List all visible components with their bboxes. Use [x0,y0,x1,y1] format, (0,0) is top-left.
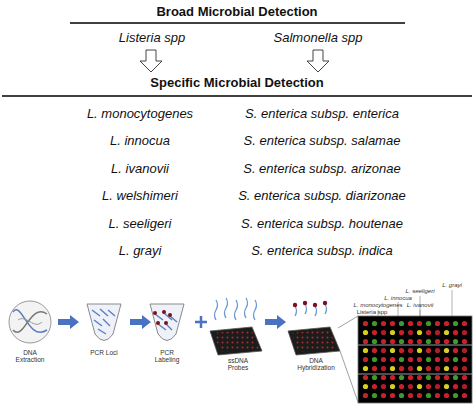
hollow-arrow [307,50,329,72]
pcr-tube [87,304,121,341]
label-dye [153,311,157,315]
step-caption: DNA Hybridization [294,358,339,372]
plus-sign [195,316,207,328]
process-arrow [58,315,79,329]
label-dye [156,321,160,325]
hollow-arrow [140,50,162,72]
subarray-divider [358,344,472,345]
array-label: L. innocua [384,295,412,301]
label-dye [164,321,168,325]
species-label: S. enterica subsp. diarizonae [238,189,406,204]
label-dye [313,303,317,307]
dna-helix [13,312,47,333]
species-label: S. enterica subsp. houtenae [241,217,403,232]
zoom-line [340,351,358,402]
step-caption: DNA Extraction [10,350,50,364]
genus-label: Listeria spp [119,31,185,46]
species-label: L. monocytogenes [87,107,193,122]
array-label: L. monocytogenes [353,302,402,308]
species-label: S. enterica subsp. salamae [244,134,401,149]
pcr-tube [150,304,184,341]
probe-slide [210,327,262,355]
species-label: L. seeligeri [109,217,172,232]
species-label: L. grayi [119,244,162,259]
subarray-divider [358,373,472,374]
extraction-well [9,301,51,343]
array-label: L. grayi [442,282,462,288]
hybrid-slide-spots [292,329,337,352]
label-dye [303,301,307,305]
zoom-line [338,316,358,328]
species-label: L. welshimeri [102,189,178,204]
array-label: Listeria spp [357,309,388,315]
hybrid-strand [295,304,327,316]
label-dye [293,303,297,307]
probe-strand [215,298,257,320]
label-dye [323,301,327,305]
step-caption: ssDNA Probes [223,358,253,372]
species-label: L. ivanovii [111,162,169,177]
hybrid-slide [288,327,340,355]
microarray-image [358,316,472,403]
section-heading: Broad Microbial Detection [156,5,317,20]
dna-fragment [155,313,177,330]
species-label: L. innocua [110,134,170,149]
section-heading: Specific Microbial Detection [150,76,323,91]
process-arrow [265,315,286,329]
probe-slide-spots [214,329,259,352]
array-label: L. ivanovii [407,302,434,308]
dna-fragment [92,309,115,334]
label-dye [162,310,166,314]
dna-helix [18,319,42,325]
header-rule [2,95,472,96]
genus-label: Salmonella spp [274,31,363,46]
dna-helix [13,310,47,332]
species-label: S. enterica subsp. indica [251,244,393,259]
species-label: S. enterica subsp. enterica [245,107,399,122]
species-label: S. enterica subsp. arizonae [243,162,401,177]
label-dye [168,313,172,317]
microarray-spots [361,319,469,400]
header-rule [70,22,405,23]
array-label: L. seeligeri [405,288,434,294]
step-caption: PCR Loci [89,350,119,357]
step-caption: PCR Labeling [149,350,185,364]
process-arrow [130,315,151,329]
